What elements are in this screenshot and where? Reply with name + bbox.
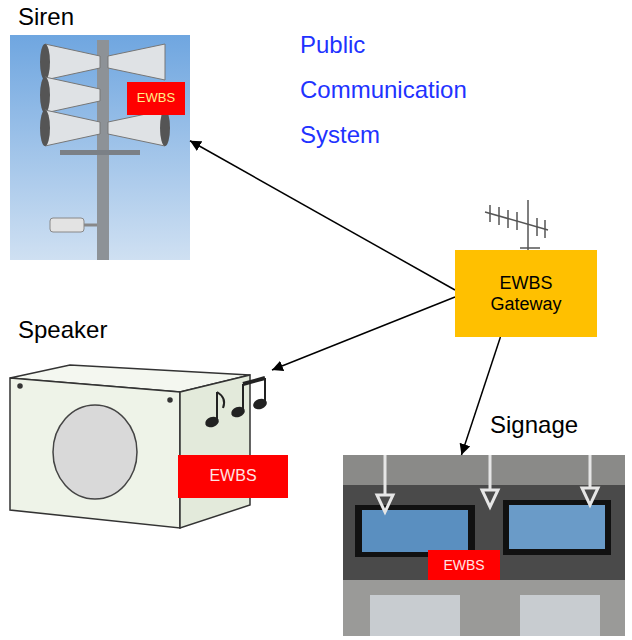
music-notes-part — [216, 392, 218, 420]
signage-picture-part — [589, 455, 592, 488]
signage-picture-part — [343, 580, 625, 636]
speaker-picture: SpeakerEWBS — [8, 370, 290, 530]
speaker-picture-part — [18, 384, 22, 388]
siren-picture-part — [40, 77, 50, 113]
signage-picture-part — [482, 490, 498, 507]
siren-picture — [10, 35, 190, 260]
picture-heading: Siren — [18, 3, 74, 31]
antenna-part — [520, 247, 540, 249]
signage-picture: SignageEWBS — [343, 455, 625, 636]
siren-picture-part — [40, 44, 50, 80]
box-label: EWBS — [443, 557, 484, 573]
picture-heading: Speaker — [18, 316, 107, 344]
speaker-picture-part — [53, 405, 137, 499]
siren-picture-part — [108, 110, 165, 146]
antenna-part — [489, 205, 491, 222]
box-label: EWBS — [137, 91, 175, 106]
signage-picture-part — [343, 455, 625, 636]
antenna-part — [516, 212, 518, 230]
ewbs-badge: EWBS — [178, 455, 288, 498]
antenna-part — [507, 210, 509, 228]
siren-picture-part — [108, 44, 165, 80]
signage-picture-part — [377, 455, 598, 512]
box-label: EWBS Gateway — [481, 273, 571, 314]
signage-picture-part — [509, 505, 605, 549]
siren-picture-part — [45, 110, 100, 146]
music-notes-part — [243, 378, 265, 384]
speaker-picture-part — [168, 398, 172, 402]
box-label: EWBS — [209, 467, 256, 485]
siren-picture-part — [45, 44, 100, 80]
music-notes — [205, 378, 267, 428]
music-notes-part — [242, 384, 244, 410]
signage-picture-part — [520, 595, 600, 636]
siren-picture-part — [10, 35, 190, 260]
antenna-part — [498, 207, 500, 225]
speaker-picture-part — [180, 375, 250, 528]
siren-picture: SirenEWBS — [10, 35, 190, 260]
signage-picture-part — [377, 495, 393, 512]
signage-picture-part — [582, 488, 598, 505]
signage-picture-part — [503, 500, 611, 555]
signage-picture-part — [384, 455, 387, 495]
signal-arrow — [190, 141, 455, 290]
antenna-part — [544, 220, 546, 238]
music-notes-part — [217, 392, 224, 408]
siren-picture-part — [84, 224, 97, 227]
siren-picture-part — [60, 150, 140, 155]
antenna-part — [536, 218, 538, 236]
siren-picture-part — [45, 77, 100, 113]
speaker-picture — [10, 365, 250, 528]
antenna-part — [485, 212, 548, 230]
diagram-title: Public Communication System — [300, 22, 480, 157]
signage-picture-part — [489, 455, 492, 490]
music-notes-part — [264, 378, 266, 402]
siren-picture-part — [40, 110, 50, 146]
ewbs-badge: EWBS — [428, 550, 500, 580]
speaker-picture-part — [10, 378, 180, 528]
siren-picture-part — [160, 110, 170, 146]
siren-picture-part — [50, 218, 84, 232]
picture-heading: Signage — [490, 411, 578, 439]
signage-picture-part — [362, 510, 468, 552]
gateway-box: EWBS Gateway — [455, 250, 597, 337]
signage-picture — [343, 455, 625, 636]
ewbs-badge: EWBS — [127, 82, 185, 115]
signal-arrow — [272, 297, 455, 370]
signage-picture-part — [370, 595, 460, 636]
